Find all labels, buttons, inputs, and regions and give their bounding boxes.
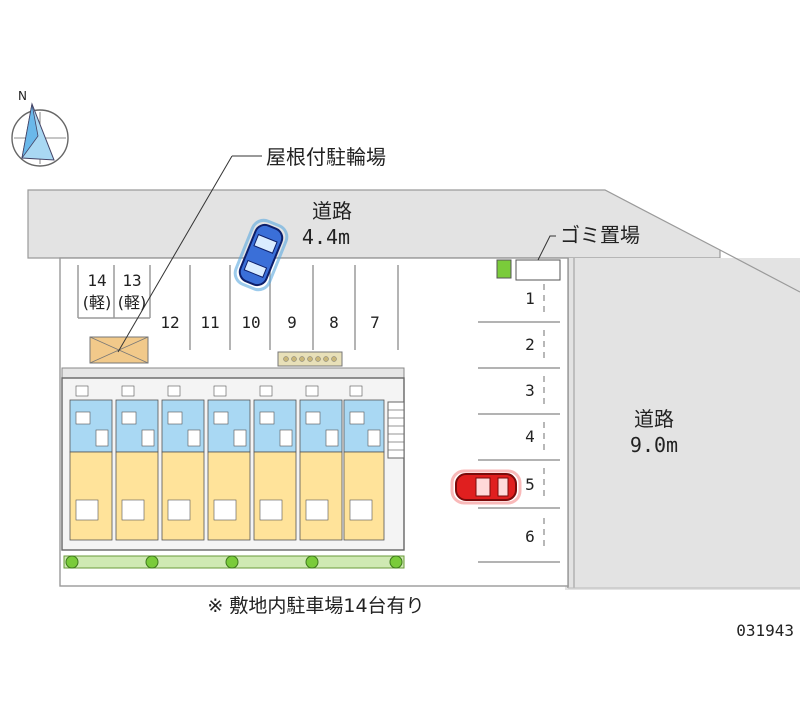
compass-icon <box>11 102 69 167</box>
north-road-width: 4.4m <box>302 225 350 249</box>
space-14-note: (軽) <box>83 293 112 312</box>
unit-3 <box>161 385 205 541</box>
unit-7 <box>343 385 385 541</box>
stairs <box>387 401 405 459</box>
blue-car <box>233 218 289 292</box>
bicycle-parking-label: 屋根付駐輪場 <box>266 145 386 169</box>
unit-2 <box>115 385 159 541</box>
map-code: 031943 <box>736 621 794 640</box>
compass-north-label: N <box>18 89 27 103</box>
unit-6 <box>299 385 343 541</box>
space-11-number: 11 <box>200 313 219 332</box>
north-parking <box>77 265 399 350</box>
space-3-number: 3 <box>525 381 535 400</box>
north-road-name: 道路 <box>312 199 352 223</box>
space-13-note: (軽) <box>118 293 147 312</box>
garbage-leader-line <box>537 235 556 261</box>
unit-1 <box>69 385 113 541</box>
space-8-number: 8 <box>329 313 339 332</box>
parking-footnote: ※ 敷地内駐車場14台有り <box>207 595 424 617</box>
red-car <box>450 469 522 505</box>
roads <box>27 189 800 590</box>
space-5-number: 5 <box>525 475 535 494</box>
space-2-number: 2 <box>525 335 535 354</box>
planter-dots <box>283 356 337 362</box>
unit-4 <box>207 385 251 541</box>
east-road <box>565 258 800 590</box>
east-road-name: 道路 <box>634 407 674 431</box>
unit-5 <box>253 385 297 541</box>
space-7-number: 7 <box>370 313 380 332</box>
space-6-number: 6 <box>525 527 535 546</box>
east-parking <box>478 321 560 563</box>
space-10-number: 10 <box>241 313 260 332</box>
space-13-number: 13 <box>122 271 141 290</box>
apartment-building <box>61 367 405 551</box>
garbage-area-icon <box>496 259 512 279</box>
bicycle-leader-line <box>117 155 233 353</box>
garbage-area <box>515 259 561 281</box>
east-road-width: 9.0m <box>630 433 678 457</box>
garbage-area-label: ゴミ置場 <box>560 223 640 247</box>
space-1-number: 1 <box>525 289 535 308</box>
space-14-number: 14 <box>87 271 106 290</box>
shrubs <box>65 555 403 569</box>
space-4-number: 4 <box>525 427 535 446</box>
space-12-number: 12 <box>160 313 179 332</box>
space-9-number: 9 <box>287 313 297 332</box>
